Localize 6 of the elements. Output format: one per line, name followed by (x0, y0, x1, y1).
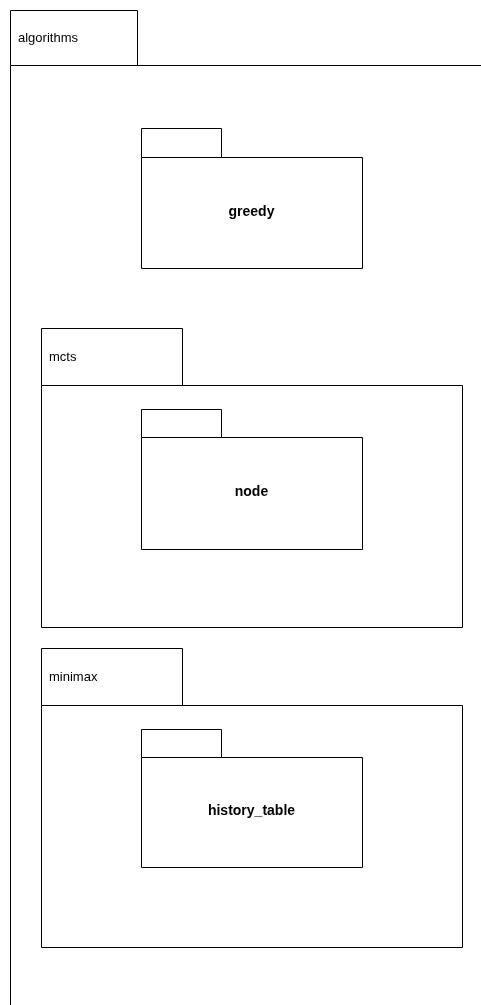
package-name: greedy (227, 202, 276, 219)
package-name: algorithms (18, 29, 78, 45)
package-name: history_table (206, 802, 297, 818)
package-name: minimax (49, 668, 98, 684)
package-name: mcts (49, 348, 77, 364)
package-name: node (233, 483, 270, 499)
